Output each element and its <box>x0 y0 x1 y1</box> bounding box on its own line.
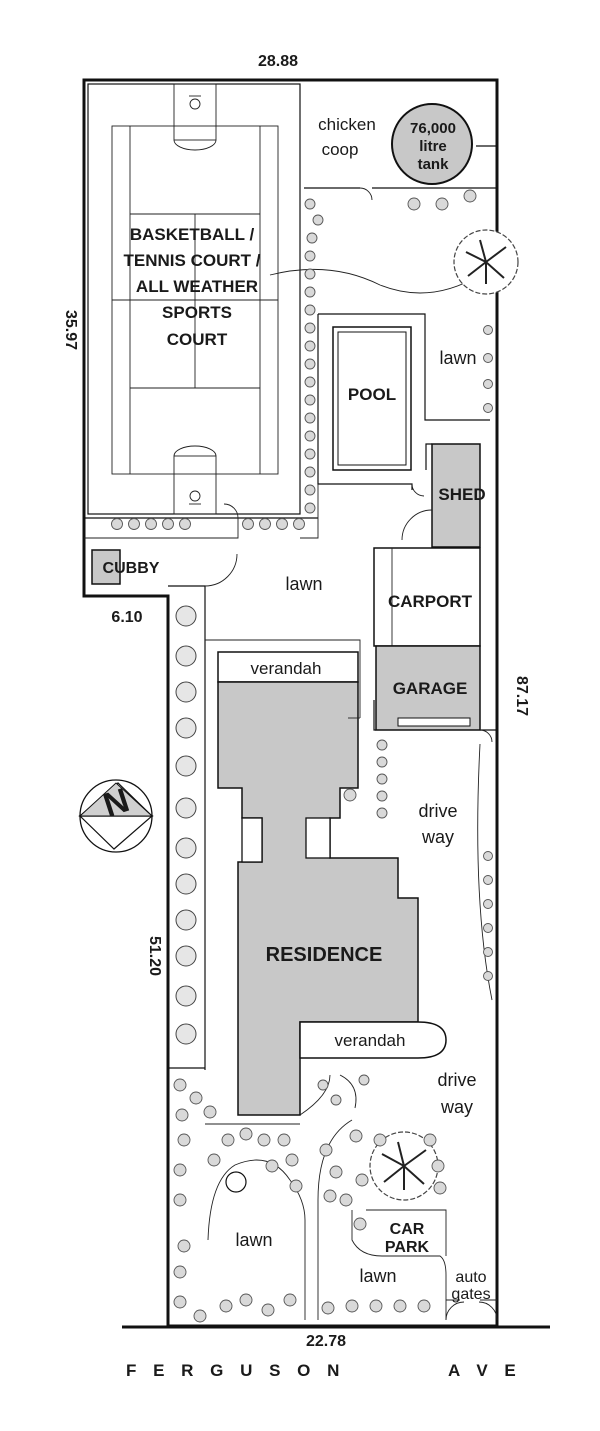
shrubs <box>111 189 493 1323</box>
driveway-bottom-label-1: drive <box>437 1070 476 1090</box>
court-label-5: COURT <box>167 330 228 349</box>
street-name: F E R G U S O N <box>126 1361 345 1380</box>
hedge-left <box>175 605 197 1045</box>
verandah-top-label: verandah <box>251 659 322 678</box>
car-park-label-2: PARK <box>385 1239 430 1256</box>
verandah-bottom-label: verandah <box>335 1031 406 1050</box>
driveway-bottom-label-2: way <box>440 1097 473 1117</box>
pool-label: POOL <box>348 385 396 404</box>
verandah-top <box>217 651 359 683</box>
sports-court <box>87 83 301 515</box>
lawn-bottom-right-label: lawn <box>359 1266 396 1286</box>
street-type: A V E <box>448 1361 522 1380</box>
pool <box>332 326 412 471</box>
tank-label-1: 76,000 <box>410 120 456 137</box>
residence-label: RESIDENCE <box>266 944 383 966</box>
tree-bottom-icon <box>369 1131 439 1201</box>
cubby-label: CUBBY <box>103 560 160 577</box>
dimension-top: 28.88 <box>258 53 298 70</box>
car-park-label-1: CAR <box>390 1221 425 1238</box>
tank-label-2: litre <box>419 138 447 155</box>
chicken-coop-label-2: coop <box>322 140 359 159</box>
shed[interactable] <box>431 443 481 548</box>
north-arrow-icon <box>78 779 154 853</box>
lawn-bottom-left-label: lawn <box>235 1230 272 1250</box>
carport-label: CARPORT <box>388 592 473 611</box>
driveway-top-label-2: way <box>421 827 454 847</box>
court-label-2: TENNIS COURT / <box>124 251 261 270</box>
cubby-structure <box>91 549 121 585</box>
dimension-left: 35.97 <box>62 310 79 350</box>
garage-label: GARAGE <box>393 679 468 698</box>
dimension-cubby: 6.10 <box>111 609 142 626</box>
auto-gates-label-2: gates <box>451 1286 490 1303</box>
dimension-right: 87.17 <box>513 676 530 716</box>
hoop-bottom-icon <box>189 490 201 502</box>
dimension-lower-left: 51.20 <box>146 936 163 976</box>
hoop-top-icon <box>189 98 201 110</box>
shed-label: SHED <box>438 485 485 504</box>
dimension-bottom: 22.78 <box>306 1333 346 1350</box>
tank-label-3: tank <box>418 156 450 173</box>
auto-gates-label-1: auto <box>455 1269 486 1286</box>
court-label-1: BASKETBALL / <box>130 225 255 244</box>
verandah-bottom <box>299 1021 447 1059</box>
lawn-top-label: lawn <box>439 348 476 368</box>
lawn-mid-label: lawn <box>285 574 322 594</box>
tree-top-icon <box>453 229 519 295</box>
feature-circle <box>225 1171 247 1193</box>
court-label-3: ALL WEATHER <box>136 277 258 296</box>
water-tank <box>391 103 473 185</box>
chicken-coop-label-1: chicken <box>318 115 376 134</box>
court-label-4: SPORTS <box>162 303 232 322</box>
driveway-top-label-1: drive <box>418 801 457 821</box>
garage[interactable] <box>375 645 481 731</box>
